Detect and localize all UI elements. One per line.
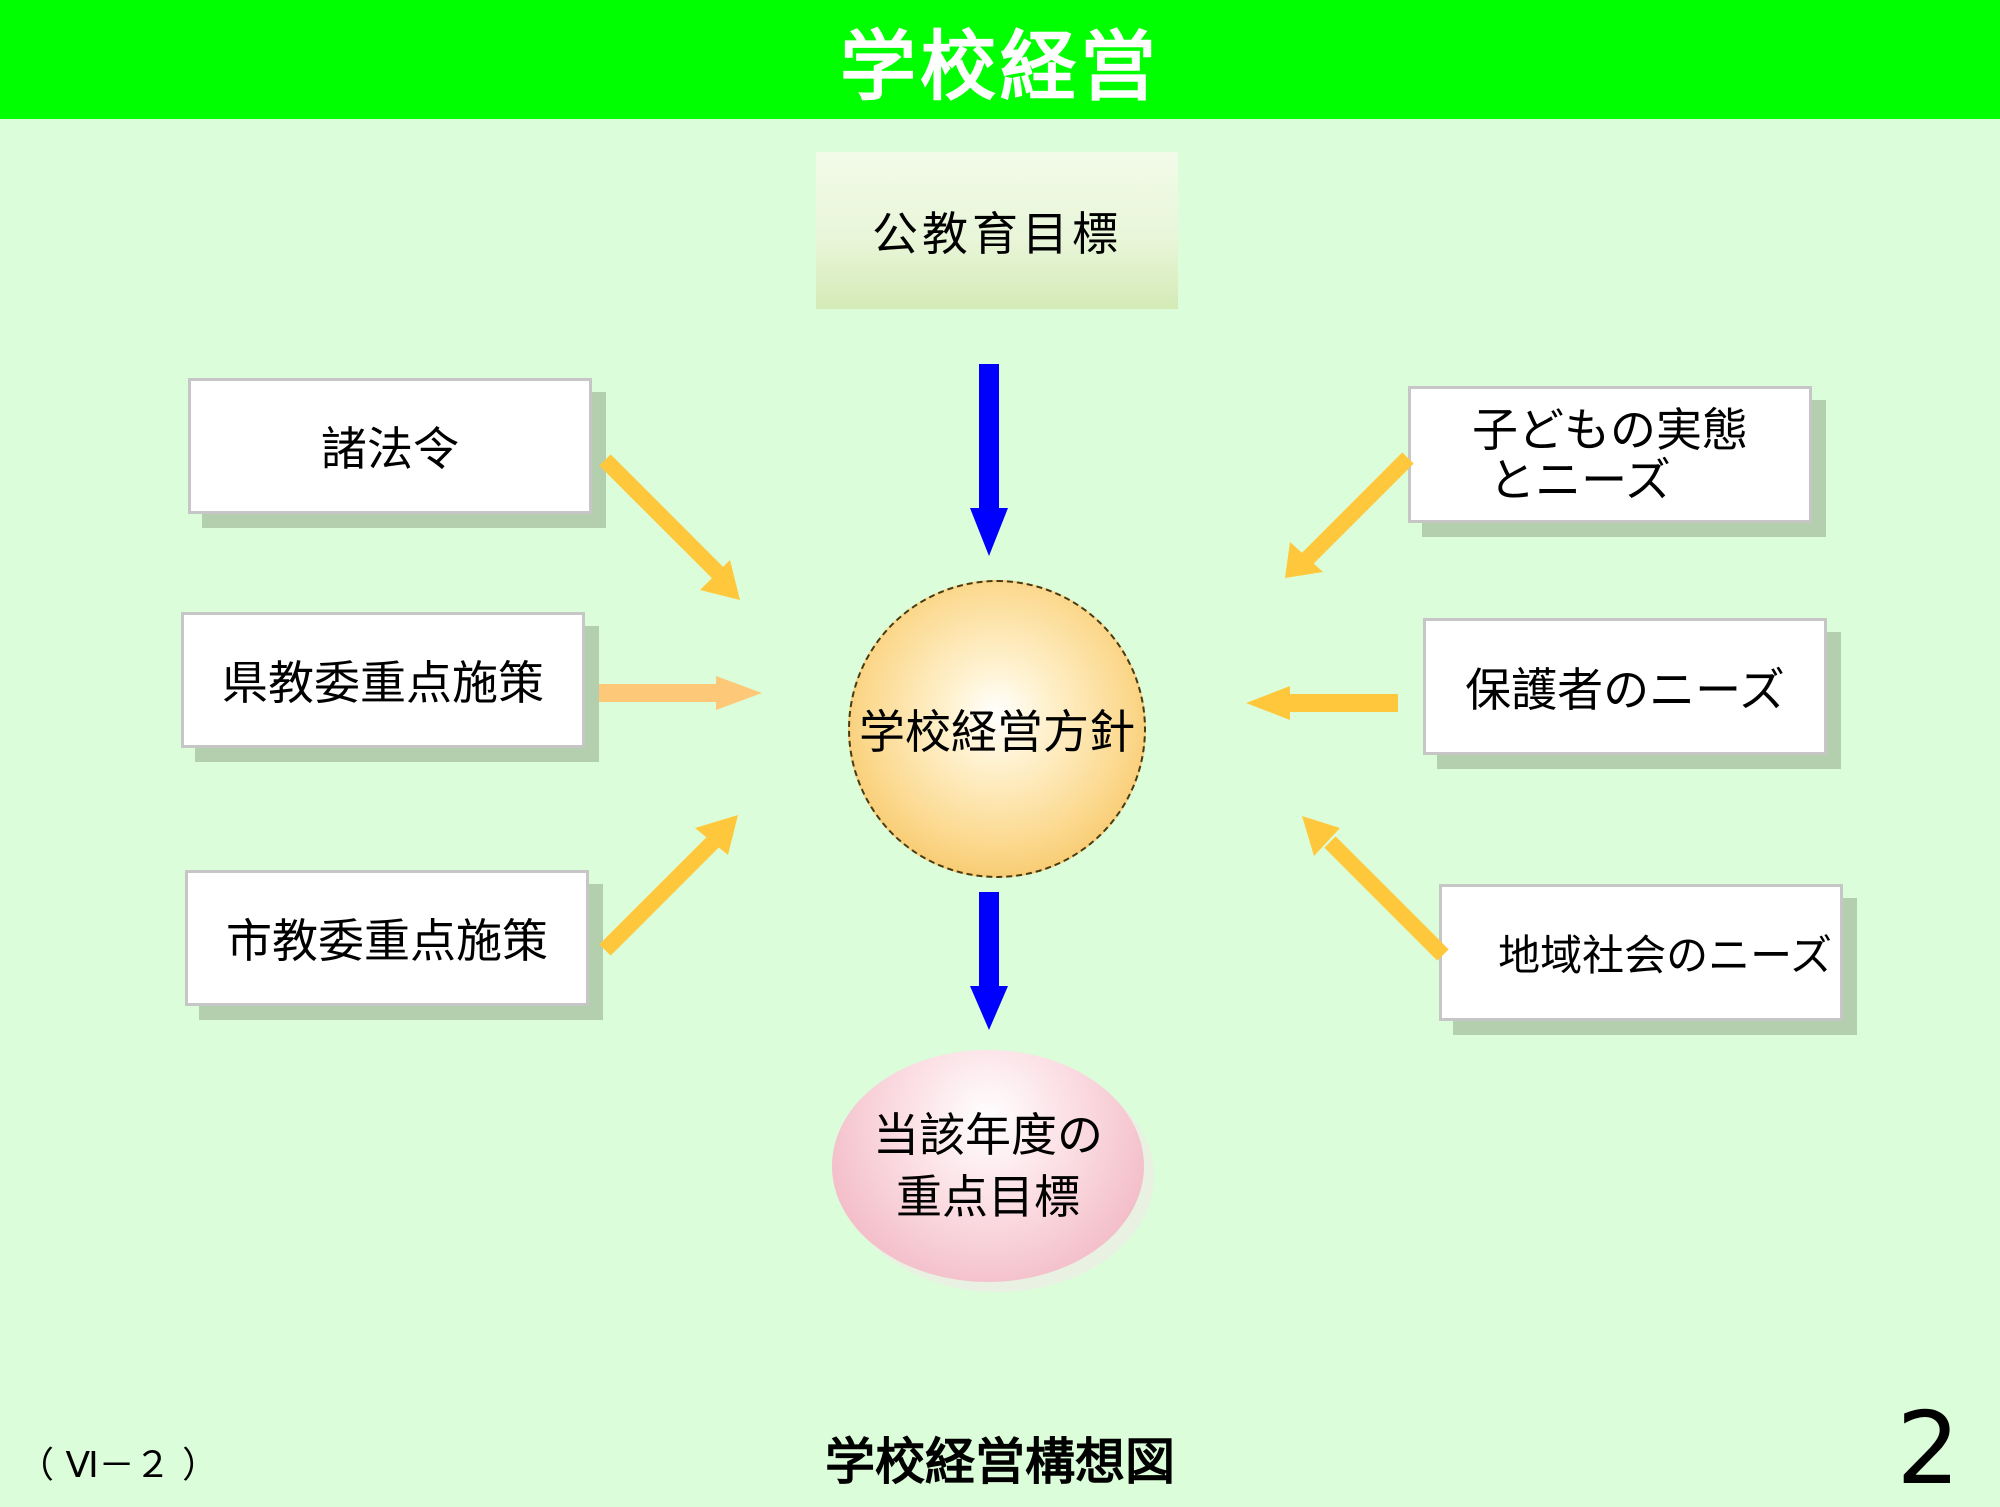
children-needs-box: 子どもの実態 とニーズ	[1408, 386, 1812, 523]
city-policy-label: 市教委重点施策	[226, 914, 548, 968]
arrow-down-bottom	[970, 892, 1008, 1030]
arrow-community-to-center	[1302, 816, 1449, 961]
school-policy-label: 学校経営方針	[859, 705, 1135, 759]
community-needs-label: 地域社会のニーズ	[1498, 931, 1832, 980]
community-needs-box: 地域社会のニーズ	[1439, 884, 1843, 1021]
public-education-goal-label: 公教育目標	[872, 206, 1122, 261]
header-title: 学校経営	[840, 21, 1160, 111]
laws-label: 諸法令	[321, 422, 459, 476]
children-needs-label-line1: 子どもの実態	[1472, 402, 1748, 457]
arrow-down-top	[970, 364, 1008, 556]
annual-goal-line1: 当該年度の	[873, 1108, 1103, 1162]
public-education-goal-box: 公教育目標	[816, 152, 1178, 309]
guardians-needs-box: 保護者のニーズ	[1423, 618, 1827, 755]
children-needs-label-line2: とニーズ	[1489, 452, 1671, 507]
prefecture-policy-box: 県教委重点施策	[181, 612, 585, 748]
arrow-laws-to-center	[599, 454, 740, 600]
city-policy-box: 市教委重点施策	[185, 870, 589, 1006]
annual-goal-ellipse: 当該年度の 重点目標	[832, 1050, 1144, 1282]
arrow-guardians-to-center	[1246, 686, 1398, 720]
diagram-caption: 学校経営構想図	[825, 1433, 1175, 1491]
guardians-needs-label: 保護者のニーズ	[1465, 662, 1785, 717]
arrow-children-to-center	[1285, 452, 1414, 578]
arrow-city-to-center	[599, 815, 738, 956]
school-policy-circle: 学校経営方針	[848, 580, 1146, 878]
prefecture-policy-label: 県教委重点施策	[222, 656, 544, 710]
arrow-prefecture-to-center	[599, 676, 762, 710]
page-number: 2	[1896, 1390, 1960, 1507]
laws-box: 諸法令	[188, 378, 592, 514]
section-code: （ Ⅵ－２ ）	[18, 1445, 219, 1486]
annual-goal-line2: 重点目標	[896, 1170, 1080, 1224]
header-bar: 学校経営	[0, 0, 2000, 119]
